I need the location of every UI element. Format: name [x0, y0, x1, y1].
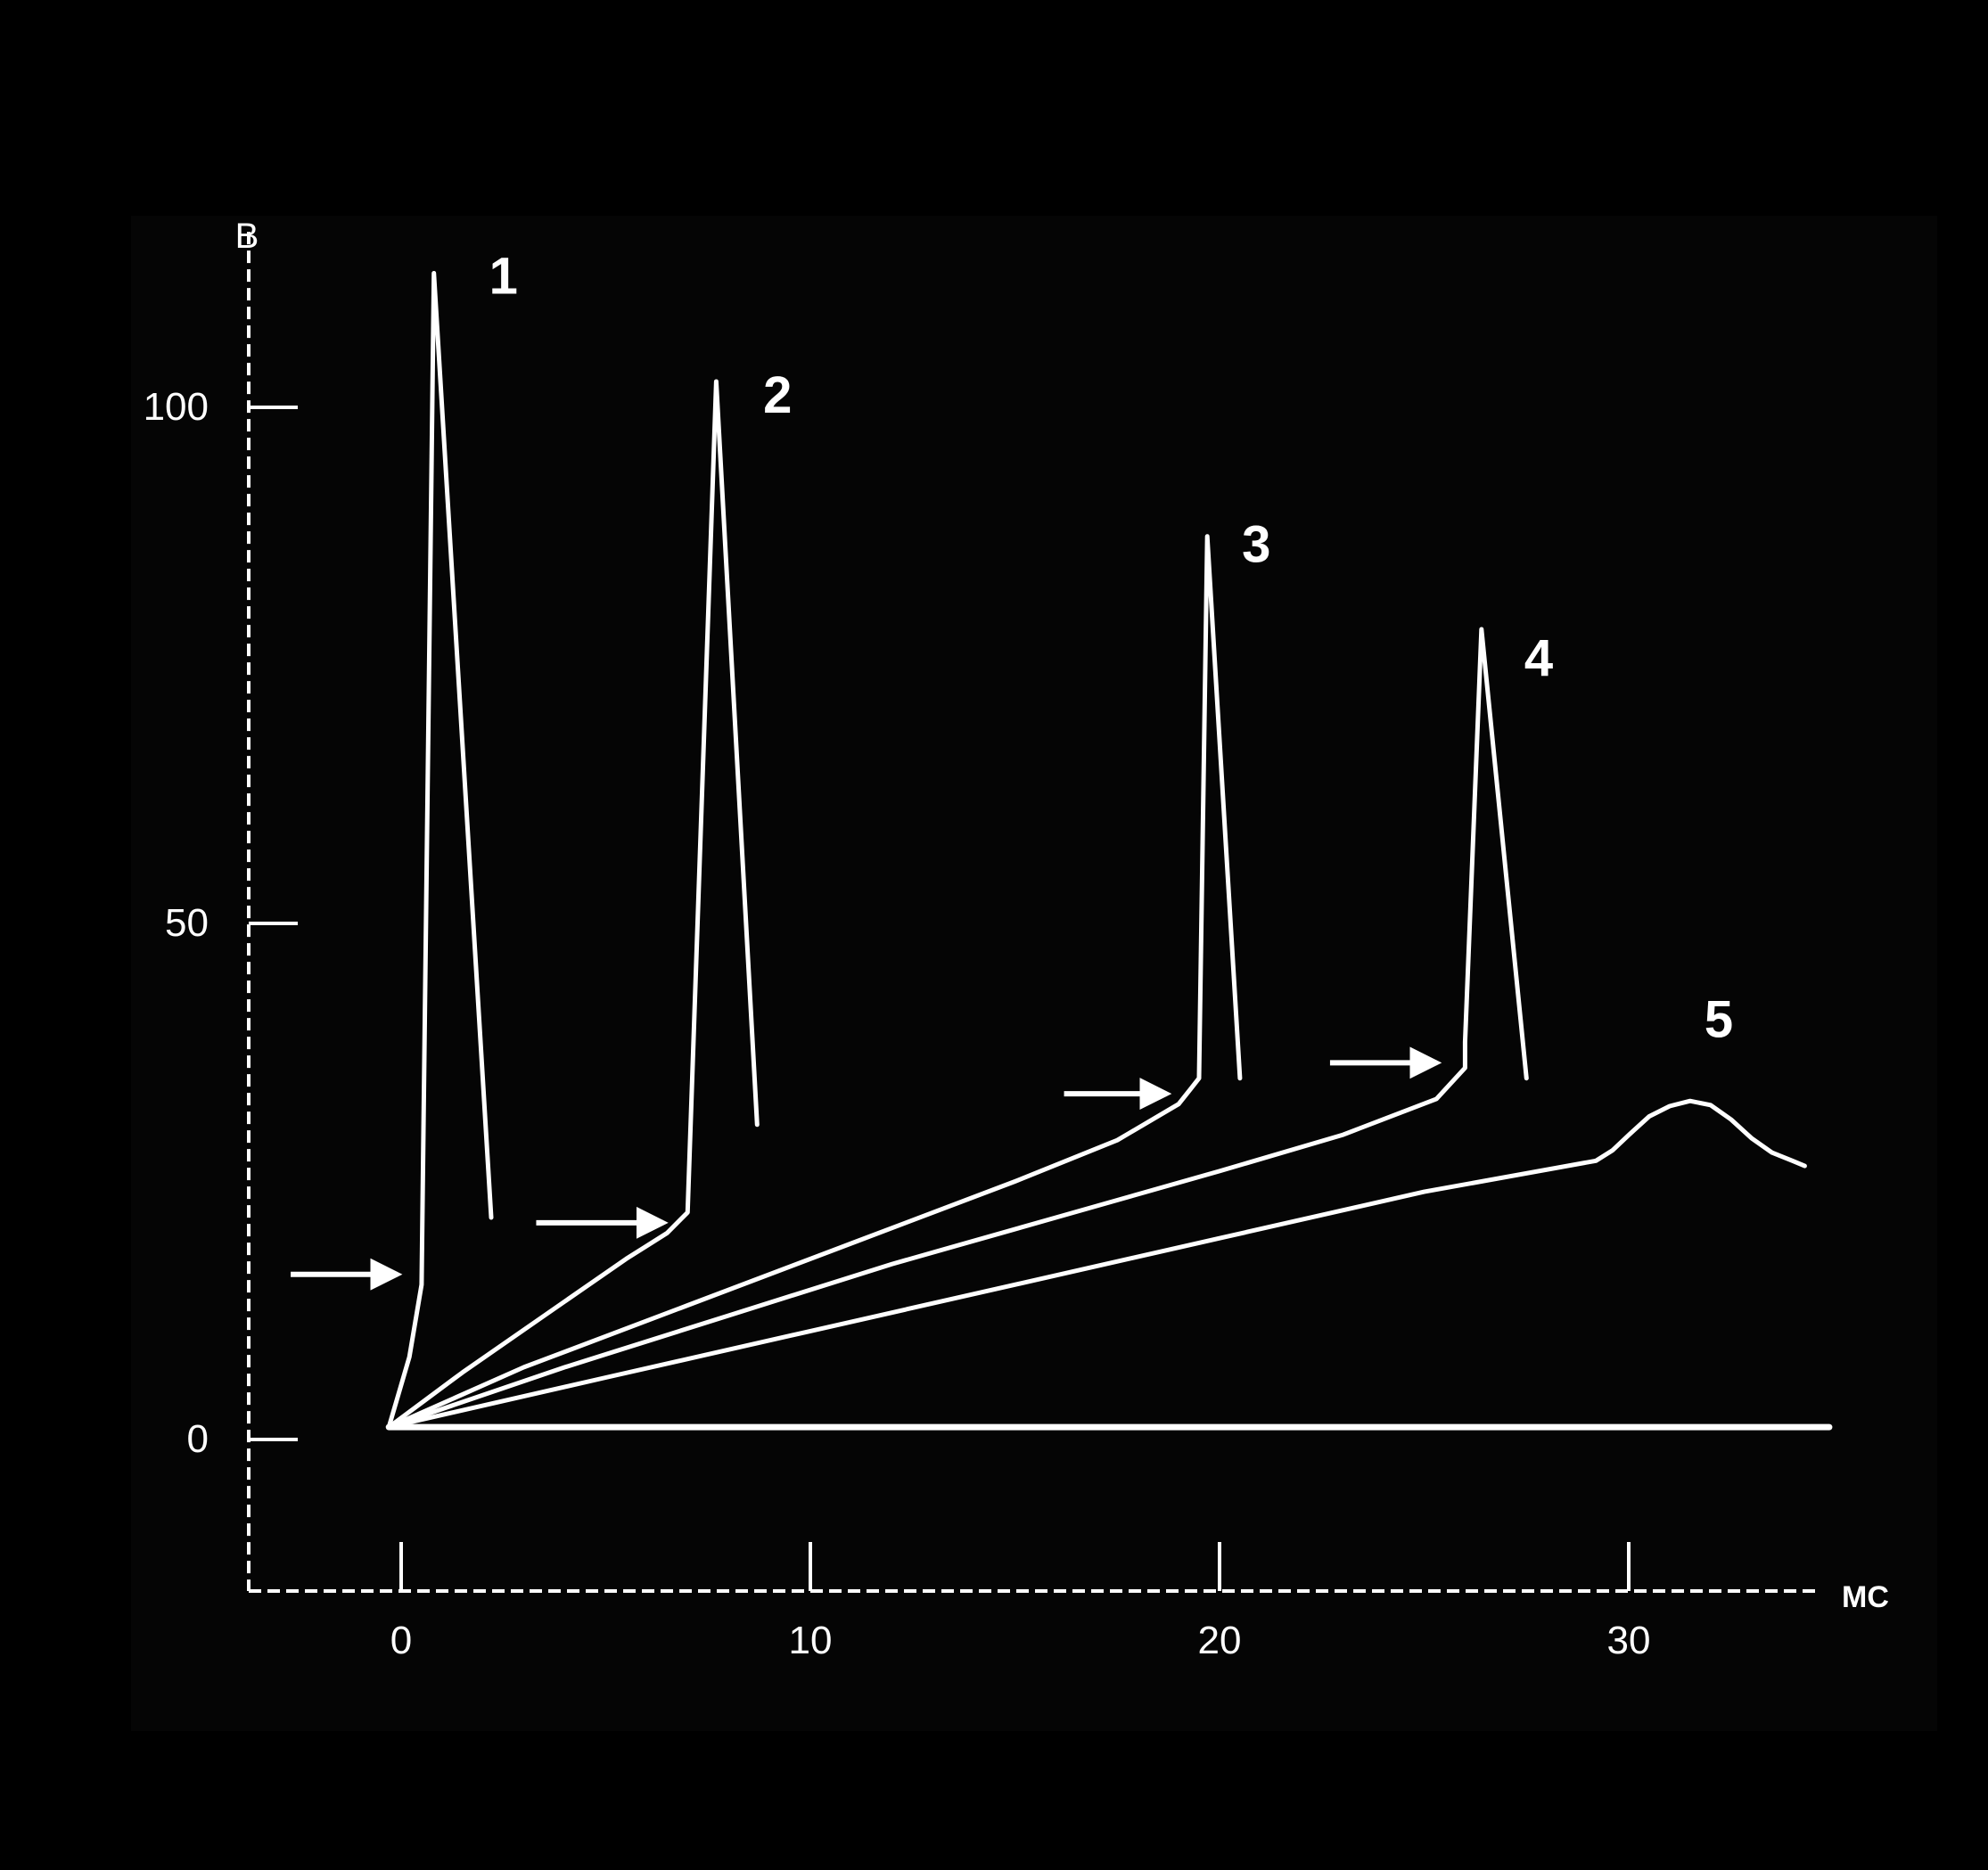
series-label-2: 2: [763, 366, 792, 424]
series-line-2: [386, 379, 760, 1430]
y-tick-label: 0: [187, 1417, 209, 1461]
x-axis-title: MC: [1842, 1580, 1889, 1614]
series-line-1: [386, 271, 494, 1430]
x-tick-label: 10: [789, 1619, 833, 1662]
x-tick-label: 20: [1198, 1619, 1242, 1662]
series-group: [386, 271, 1807, 1430]
y-tick-label: 100: [144, 385, 209, 429]
plot-frame: [131, 216, 1937, 1731]
series-label-1: 1: [489, 248, 518, 306]
axes: 0 50 100 0 10 20 30: [144, 232, 1820, 1662]
series-label-4: 4: [1524, 629, 1553, 687]
series-line-3: [386, 534, 1243, 1430]
series-label-5: 5: [1705, 990, 1733, 1048]
series-line-5: [386, 1098, 1807, 1430]
series-label-3: 3: [1242, 516, 1270, 574]
y-tick-label: 50: [165, 901, 209, 945]
x-tick-label: 30: [1607, 1619, 1651, 1662]
arrows: [291, 1046, 1442, 1291]
x-tick-label: 0: [390, 1619, 412, 1662]
series-line-4: [386, 627, 1529, 1430]
series-labels: 1 2 3 4 5: [489, 248, 1733, 1049]
y-axis-title: B: [235, 217, 259, 256]
